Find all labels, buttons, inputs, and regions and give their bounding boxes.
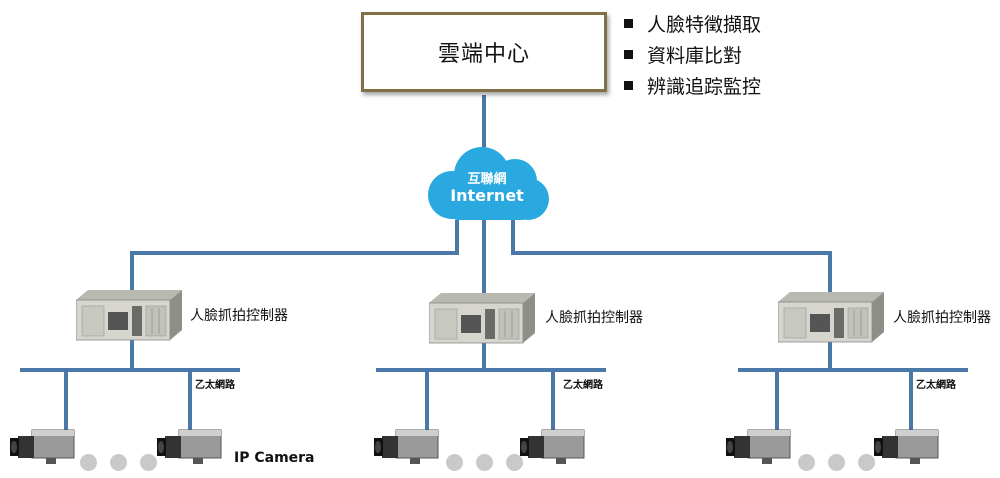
internet-label: 互聯網 Internet <box>420 172 554 205</box>
dot-icon <box>798 454 815 471</box>
cloud-center-title: 雲端中心 <box>437 42 530 67</box>
ip-camera-icon <box>520 429 585 464</box>
controller-server-icon <box>429 293 535 344</box>
ip-camera-icon <box>10 429 75 464</box>
feature-label: 人臉特徵擷取 <box>647 14 762 36</box>
dot-icon <box>446 454 463 471</box>
ip-camera-icon <box>726 429 791 464</box>
controller-label: 人臉抓拍控制器 <box>545 310 643 326</box>
ip-camera-icon <box>374 429 439 464</box>
square-bullet-icon <box>624 19 633 28</box>
internet-cloud-icon <box>428 147 549 220</box>
ellipsis-dots <box>798 454 875 471</box>
dot-icon <box>476 454 493 471</box>
dot-icon <box>80 454 97 471</box>
ethernet-label: 乙太網路 <box>195 380 235 391</box>
dot-icon <box>828 454 845 471</box>
link-internet-controller-1 <box>130 220 459 294</box>
feature-item: 人臉特徵擷取 <box>620 8 761 39</box>
ethernet-label: 乙太網路 <box>916 380 956 391</box>
feature-list: 人臉特徵擷取 資料庫比對 辨識追踪監控 <box>620 8 761 101</box>
controller-server-icon <box>778 292 884 343</box>
controller-label: 人臉抓拍控制器 <box>190 308 288 324</box>
ip-camera-icon <box>874 429 939 464</box>
internet-label-en: Internet <box>450 186 524 205</box>
ip-camera-icon <box>157 429 222 464</box>
controller-server-icon <box>76 290 182 341</box>
feature-label: 辨識追踪監控 <box>647 76 762 98</box>
internet-label-cn: 互聯網 <box>467 172 507 187</box>
cloud-center-box: 雲端中心 <box>361 12 607 92</box>
feature-item: 資料庫比對 <box>620 39 761 70</box>
ethernet-label: 乙太網路 <box>563 380 603 391</box>
square-bullet-icon <box>624 50 633 59</box>
feature-item: 辨識追踪監控 <box>620 70 761 101</box>
dot-icon <box>140 454 157 471</box>
feature-label: 資料庫比對 <box>647 45 743 67</box>
ellipsis-dots <box>446 454 523 471</box>
ellipsis-dots <box>80 454 157 471</box>
controller-label: 人臉抓拍控制器 <box>893 310 991 326</box>
dot-icon <box>858 454 875 471</box>
dot-icon <box>110 454 127 471</box>
link-internet-controller-3 <box>511 220 832 297</box>
dot-icon <box>506 454 523 471</box>
square-bullet-icon <box>624 81 633 90</box>
ip-camera-label: IP Camera <box>234 450 315 466</box>
